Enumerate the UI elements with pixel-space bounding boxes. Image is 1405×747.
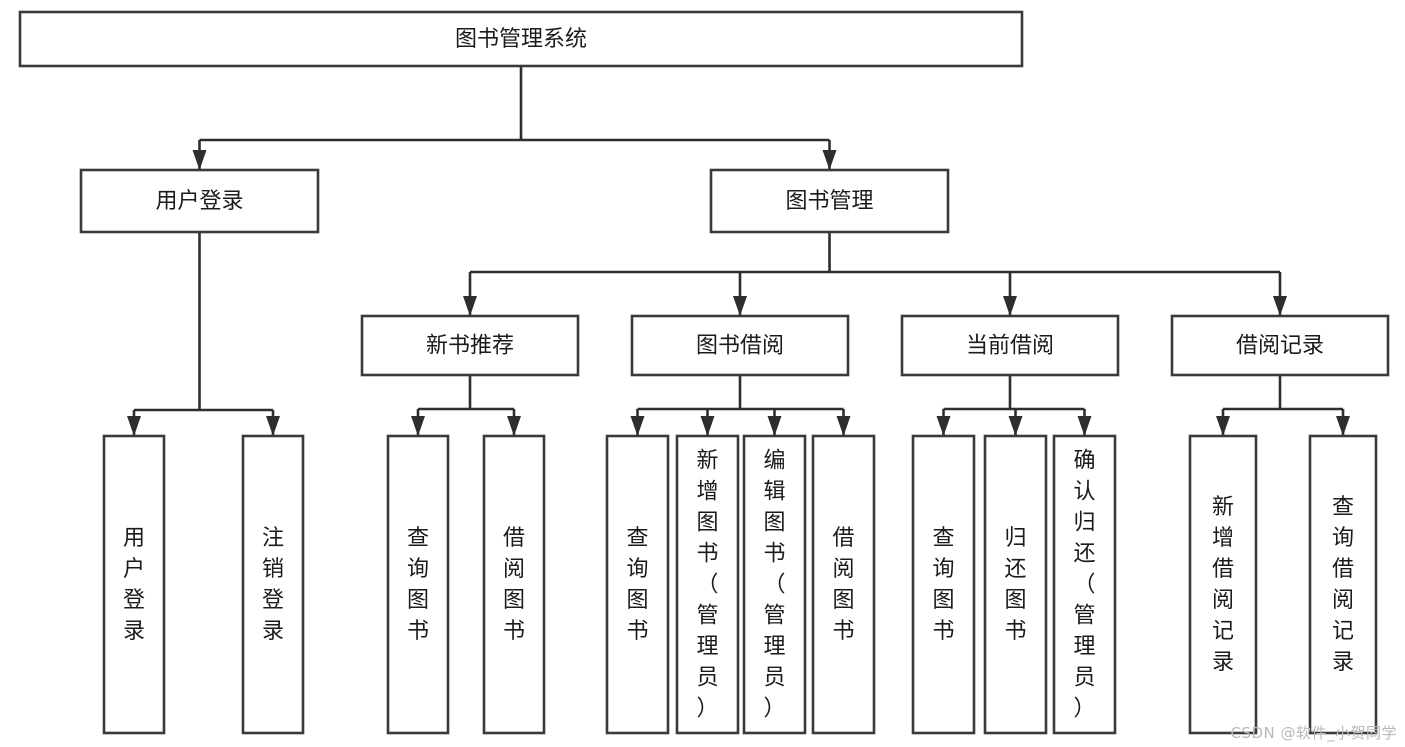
arrow-head-icon (1003, 296, 1017, 316)
node-label: 用户登录 (123, 526, 145, 644)
node-borrow-books-2[interactable] (811, 434, 876, 735)
node-label: 借阅记录 (1236, 334, 1324, 359)
node-box[interactable] (911, 434, 976, 735)
connector-layer (127, 66, 1350, 436)
arrow-head-icon (1008, 416, 1023, 436)
node-query-books-3[interactable] (911, 434, 976, 735)
node-user-login[interactable] (79, 168, 320, 234)
node-box[interactable] (675, 434, 740, 735)
node-label: 查询借阅记录 (1332, 495, 1354, 675)
node-label: 图书管理 (785, 189, 873, 214)
node-label: 归还图书 (1004, 526, 1026, 644)
node-borrow-books-1[interactable] (482, 434, 546, 735)
node-label: 新增借阅记录 (1212, 495, 1234, 675)
node-box[interactable] (605, 434, 670, 735)
arrow-head-icon (822, 150, 837, 170)
node-borrow-record[interactable] (1170, 314, 1390, 377)
node-label: 确认归还（管理员） (1073, 449, 1095, 722)
node-box[interactable] (709, 168, 950, 234)
node-box[interactable] (241, 434, 305, 735)
arrow-head-icon (836, 416, 851, 436)
node-query-books-1[interactable] (386, 434, 450, 735)
arrow-head-icon (192, 150, 207, 170)
node-label: 新书推荐 (426, 334, 514, 359)
node-box[interactable] (811, 434, 876, 735)
node-query-borrow-record[interactable] (1308, 434, 1378, 735)
node-confirm-return-admin[interactable] (1052, 434, 1117, 735)
node-box[interactable] (630, 314, 850, 377)
node-label: 注销登录 (262, 526, 284, 644)
node-label: 编辑图书（管理员） (763, 449, 785, 722)
node-current-borrow[interactable] (900, 314, 1120, 377)
node-box[interactable] (742, 434, 807, 735)
node-user-login-leaf[interactable] (102, 434, 166, 735)
arrow-head-icon (1077, 416, 1092, 436)
arrow-head-icon (700, 416, 715, 436)
node-root[interactable] (18, 10, 1024, 68)
arrow-head-icon (1336, 416, 1350, 436)
node-label: 图书借阅 (696, 334, 784, 359)
csdn-watermark: CSDN @软件_小贺同学 (1230, 724, 1397, 742)
arrow-head-icon (767, 416, 782, 436)
node-box[interactable] (1308, 434, 1378, 735)
arrow-head-icon (463, 296, 477, 316)
arrow-head-icon (127, 416, 141, 436)
node-box[interactable] (79, 168, 320, 234)
node-box[interactable] (482, 434, 546, 735)
node-label: 当前借阅 (966, 334, 1054, 359)
node-label: 查询图书 (626, 526, 648, 644)
node-box[interactable] (1170, 314, 1390, 377)
node-label: 借阅图书 (832, 526, 854, 644)
node-box[interactable] (1052, 434, 1117, 735)
node-box[interactable] (900, 314, 1120, 377)
node-box[interactable] (1188, 434, 1258, 735)
node-label: 查询图书 (407, 526, 429, 644)
node-label: 图书管理系统 (455, 27, 587, 52)
node-box[interactable] (386, 434, 450, 735)
node-label: 借阅图书 (503, 526, 525, 644)
node-add-book-admin[interactable] (675, 434, 740, 735)
node-box[interactable] (360, 314, 580, 377)
node-user-logout-leaf[interactable] (241, 434, 305, 735)
node-label: 查询图书 (932, 526, 954, 644)
arrow-head-icon (1216, 416, 1230, 436)
arrow-head-icon (936, 416, 951, 436)
node-query-books-2[interactable] (605, 434, 670, 735)
node-box[interactable] (18, 10, 1024, 68)
arrow-head-icon (630, 416, 645, 436)
node-label: 新增图书（管理员） (696, 449, 718, 722)
node-new-book-recommend[interactable] (360, 314, 580, 377)
node-label: 用户登录 (155, 189, 243, 214)
node-book-borrow[interactable] (630, 314, 850, 377)
arrow-head-icon (733, 296, 747, 316)
node-box[interactable] (102, 434, 166, 735)
arrow-head-icon (1273, 296, 1287, 316)
node-return-books[interactable] (983, 434, 1048, 735)
arrow-head-icon (507, 416, 521, 436)
node-box[interactable] (983, 434, 1048, 735)
node-book-management[interactable] (709, 168, 950, 234)
node-edit-book-admin[interactable] (742, 434, 807, 735)
arrow-head-icon (266, 416, 280, 436)
node-add-borrow-record[interactable] (1188, 434, 1258, 735)
arrow-head-icon (411, 416, 425, 436)
